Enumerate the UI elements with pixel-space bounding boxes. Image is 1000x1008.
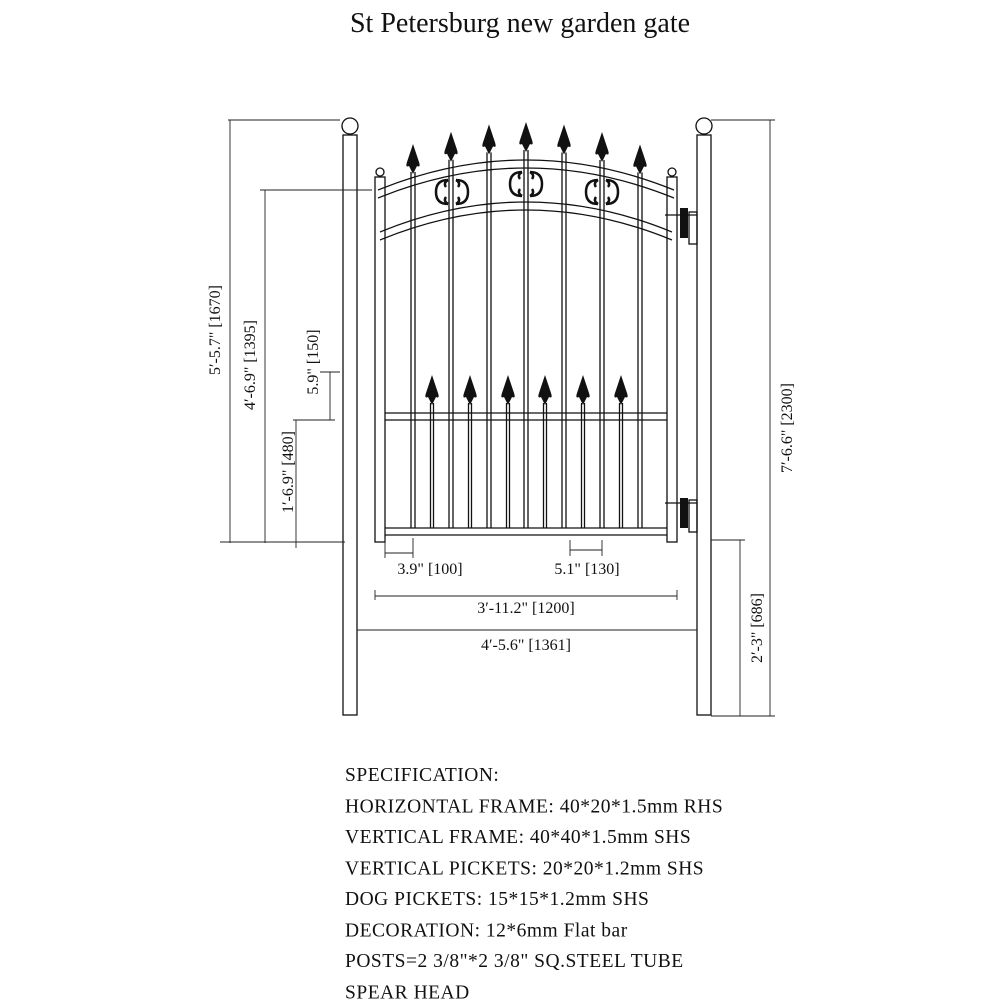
spear-head-icon xyxy=(406,144,420,174)
spear-head-icon xyxy=(463,375,477,405)
gate-frame xyxy=(374,159,678,543)
pickets xyxy=(406,122,647,528)
dim-mid-rail-height: 1′-6.9" [480] xyxy=(280,431,297,513)
vertical-picket xyxy=(519,122,533,528)
drawing-title: St Petersburg new garden gate xyxy=(350,8,690,39)
spec-line: DOG PICKETS: 15*15*1.2mm SHS xyxy=(345,888,650,911)
left-dimensions: 5′-5.7" [1670] 4′-6.9" [1395] 1′-6.9" [4… xyxy=(207,119,372,548)
vertical-picket xyxy=(633,144,647,528)
spear-head-icon xyxy=(444,131,458,162)
dog-picket xyxy=(538,375,552,528)
scroll-decorations xyxy=(434,170,620,206)
vertical-picket xyxy=(557,124,571,528)
spec-line: DECORATION: 12*6mm Flat bar xyxy=(345,919,628,942)
right-dimensions: 7′-6.6" [2300] 2′-3" [686] xyxy=(711,119,796,717)
dog-picket xyxy=(425,375,439,528)
dim-picket-spacing: 5.1" [130] xyxy=(554,561,619,578)
scroll-decoration-icon xyxy=(584,178,620,206)
spear-head-icon xyxy=(576,375,590,405)
left-post xyxy=(341,117,359,716)
dim-gate-width: 3′-11.2" [1200] xyxy=(477,600,574,617)
vertical-picket xyxy=(444,131,458,528)
spear-head-icon xyxy=(425,375,439,405)
scroll-decoration-icon xyxy=(434,178,470,206)
dim-stile-gap: 3.9" [100] xyxy=(397,561,462,578)
spear-head-icon xyxy=(482,124,496,155)
spec-line: VERTICAL FRAME: 40*40*1.5mm SHS xyxy=(345,826,692,849)
dim-gate-height: 4′-6.9" [1395] xyxy=(242,320,259,410)
dog-picket xyxy=(501,375,515,528)
vertical-picket xyxy=(482,124,496,528)
spear-head-icon xyxy=(595,131,609,162)
spec-heading: SPECIFICATION: xyxy=(345,764,500,787)
dog-picket xyxy=(614,375,628,528)
spear-head-icon xyxy=(633,144,647,175)
dim-post-width: 4′-5.6" [1361] xyxy=(481,637,571,654)
spec-line: POSTS=2 3/8"*2 3/8" SQ.STEEL TUBE xyxy=(345,950,684,973)
hinges xyxy=(665,208,698,533)
dim-post-in-ground: 2′-3" [686] xyxy=(749,593,766,663)
dim-dog-picket: 5.9" [150] xyxy=(305,329,322,394)
spec-line: HORIZONTAL FRAME: 40*20*1.5mm RHS xyxy=(345,795,724,818)
vertical-picket xyxy=(406,144,420,528)
dog-picket xyxy=(576,375,590,528)
scroll-decoration-icon xyxy=(508,170,544,198)
bottom-dimensions: 3.9" [100] 5.1" [130] 3′-11.2" [1200] 4′… xyxy=(357,538,697,654)
spear-head-icon xyxy=(614,375,628,405)
vertical-picket xyxy=(595,131,609,528)
spec-line: SPEAR HEAD xyxy=(345,981,470,1004)
dog-picket xyxy=(463,375,477,528)
dim-total-post-length: 7′-6.6" [2300] xyxy=(779,383,796,473)
spear-head-icon xyxy=(538,375,552,405)
spear-head-icon xyxy=(519,122,533,152)
spear-head-icon xyxy=(557,124,571,155)
dim-overall-height: 5′-5.7" [1670] xyxy=(207,285,224,375)
specification-block: SPECIFICATION: HORIZONTAL FRAME: 40*20*1… xyxy=(345,760,723,1008)
spear-head-icon xyxy=(501,375,515,405)
spec-line: VERTICAL PICKETS: 20*20*1.2mm SHS xyxy=(345,857,705,880)
right-post xyxy=(695,117,713,716)
